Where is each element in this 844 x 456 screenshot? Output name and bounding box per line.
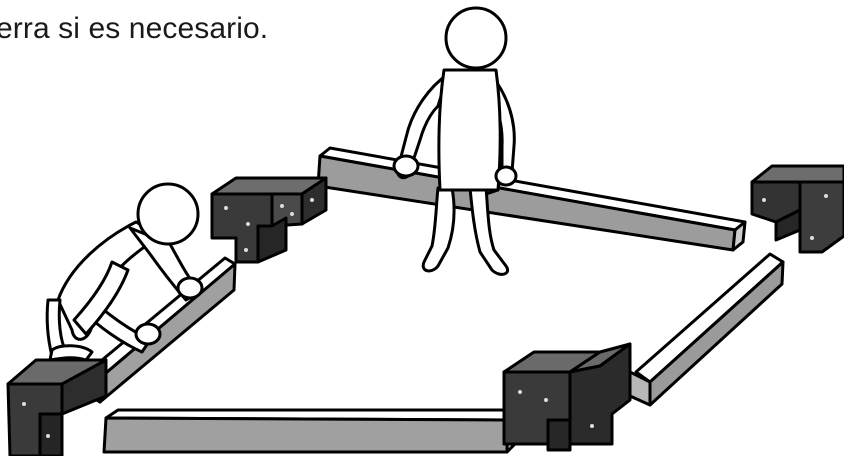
corner-connector-back-left <box>212 178 326 262</box>
beam-right <box>630 254 783 405</box>
corner-connector-front-left <box>8 360 106 456</box>
beam-bottom <box>104 410 520 452</box>
corner-connector-front-right <box>504 344 630 450</box>
beam-top <box>318 148 745 250</box>
standing-figure <box>394 8 516 274</box>
corner-connector-back-right <box>752 166 844 252</box>
